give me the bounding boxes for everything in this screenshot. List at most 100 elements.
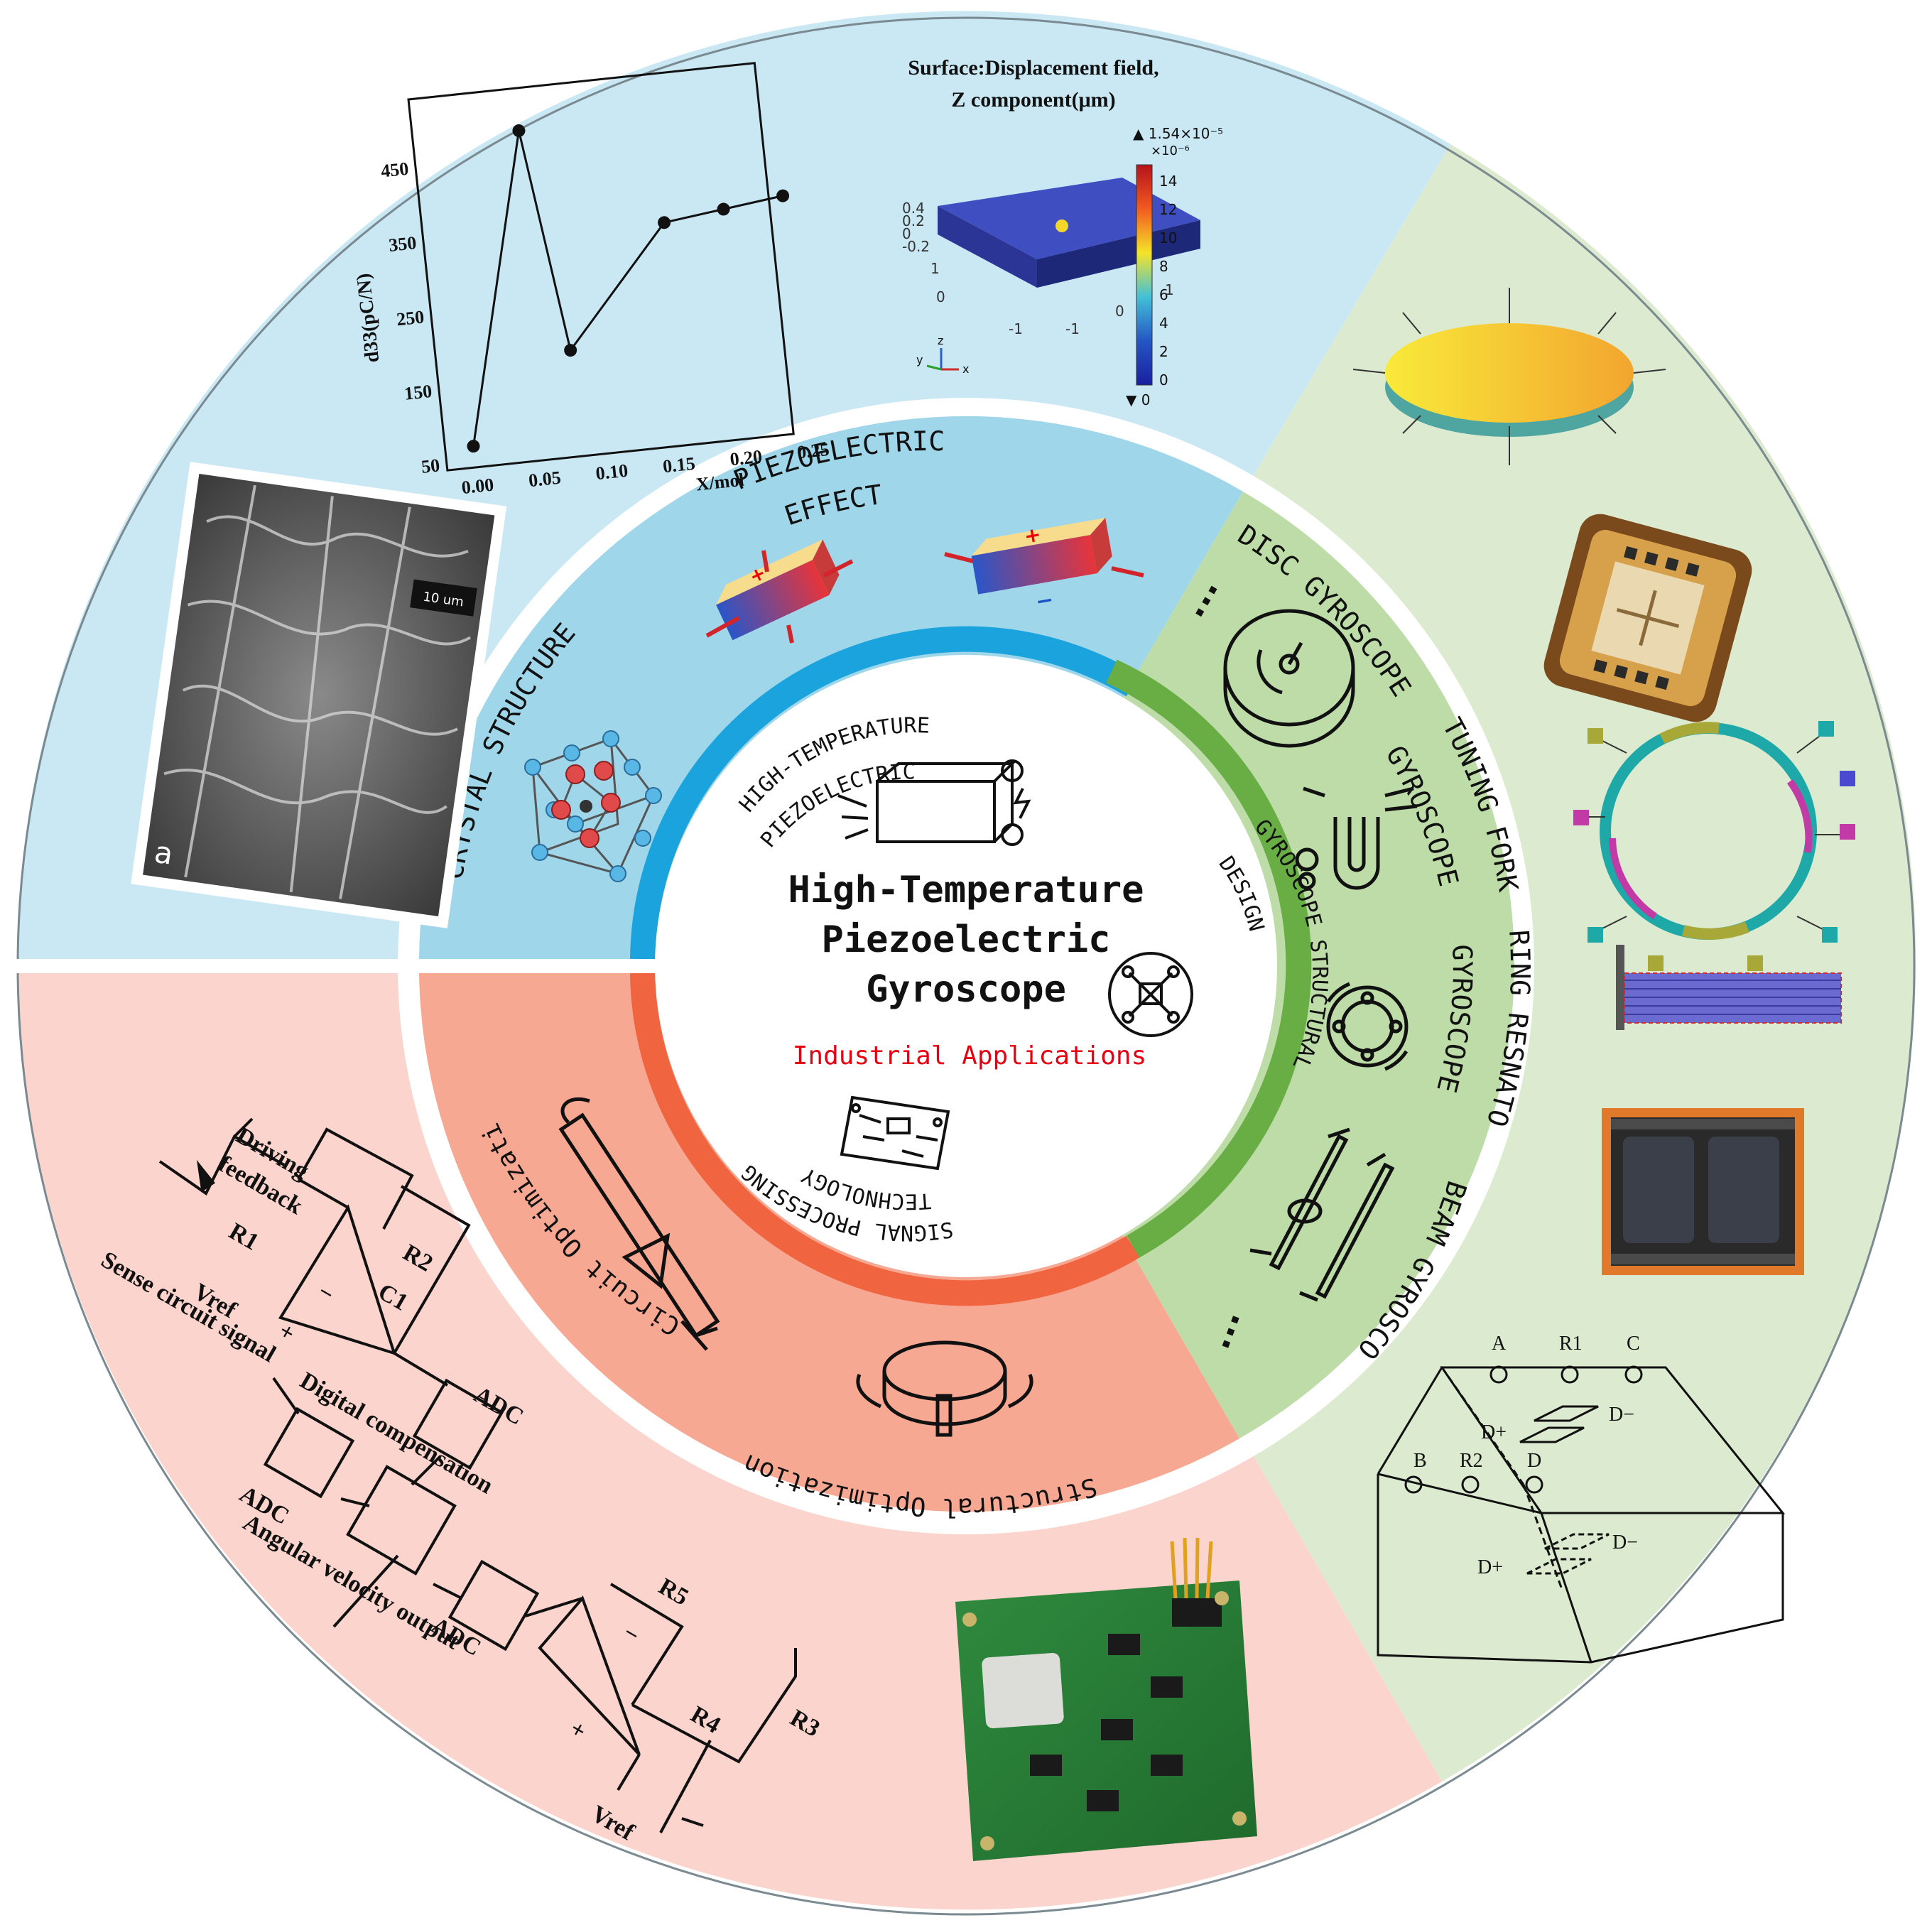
cut-label-Dminus-top: D− bbox=[1609, 1404, 1634, 1426]
d33-point bbox=[776, 189, 790, 202]
fem-axis-tick: 1 bbox=[930, 260, 940, 277]
d33-x-tick: 0.00 bbox=[460, 474, 494, 498]
inner-ring-blue bbox=[630, 626, 1140, 960]
d33-x-tick: 0.10 bbox=[595, 460, 629, 484]
fem-colorbar-tick: 4 bbox=[1159, 315, 1168, 332]
tuning-fork-icon bbox=[1295, 786, 1418, 890]
d33-point bbox=[717, 202, 730, 216]
fem-colorbar bbox=[1136, 164, 1153, 386]
circuit-board-icon bbox=[840, 1095, 950, 1171]
cut-label-A: A bbox=[1492, 1333, 1507, 1355]
fem-plot: Surface:Displacement field, Z component(… bbox=[902, 56, 1223, 408]
fem-plate-top bbox=[938, 178, 1200, 259]
center-subtitle: Industrial Applications bbox=[793, 1041, 1147, 1070]
d33-x-tick: 0.15 bbox=[662, 453, 696, 477]
fem-z-tick: -0.2 bbox=[902, 238, 930, 255]
center-title-line3: Gyroscope bbox=[866, 968, 1066, 1011]
d33-series-points bbox=[467, 124, 790, 453]
gyro-wheel-icon bbox=[856, 1340, 1033, 1437]
cut-label-B: B bbox=[1413, 1450, 1427, 1472]
inner-ring bbox=[630, 626, 1312, 1306]
chip-package-image bbox=[1543, 514, 1752, 722]
fem-peak bbox=[1055, 219, 1068, 232]
d33-chart-frame bbox=[407, 62, 795, 472]
d33-y-tick: 250 bbox=[396, 306, 425, 330]
center-title-line2: Piezoelectric bbox=[822, 918, 1111, 961]
cut-label-D: D bbox=[1527, 1450, 1541, 1472]
fem-exp-label: ×10⁻⁶ bbox=[1151, 143, 1190, 158]
fem-triad-label: z bbox=[938, 334, 943, 347]
inner-ring-red bbox=[630, 972, 1140, 1306]
center-title-line1: High-Temperature bbox=[788, 869, 1144, 911]
piezo-bar-left: + bbox=[716, 539, 840, 641]
fem-min-label: ▼ 0 bbox=[1126, 391, 1150, 408]
crystal-cut-diagram bbox=[1377, 1365, 1786, 1664]
fem-title-line1: Surface:Displacement field, bbox=[908, 56, 1158, 80]
cut-label-R1: R1 bbox=[1559, 1333, 1583, 1355]
d33-y-tick: 50 bbox=[420, 455, 441, 477]
fem-triad-label: x bbox=[962, 362, 969, 376]
d33-series-line bbox=[472, 130, 783, 447]
d33-y-tick: 450 bbox=[380, 158, 410, 182]
fem-z-tick: 0.4 bbox=[902, 200, 925, 217]
d33-point bbox=[512, 124, 526, 137]
d33-point bbox=[467, 440, 480, 453]
inner-ring-green bbox=[1106, 659, 1312, 1258]
cantilever-beam-image bbox=[1616, 945, 1842, 1030]
disc-gyro-icon bbox=[1223, 609, 1355, 748]
axis-triad-icon: z y x bbox=[916, 334, 969, 376]
crystal-lattice-icon bbox=[524, 730, 662, 882]
disc-resonator-image bbox=[1352, 288, 1666, 465]
gyro-chip-photo bbox=[1602, 1108, 1804, 1275]
pcb-photo bbox=[955, 1537, 1257, 1861]
svg-text:+: + bbox=[1022, 522, 1043, 548]
fem-colorbar-tick: 12 bbox=[1159, 201, 1177, 218]
fem-plate-side bbox=[938, 206, 1037, 288]
fem-plate-front bbox=[1037, 220, 1200, 288]
fem-axis-tick: -1 bbox=[1009, 320, 1023, 337]
fem-colorbar-tick: 8 bbox=[1159, 258, 1168, 275]
cut-label-R2: R2 bbox=[1460, 1450, 1483, 1472]
fem-axis-tick: 0 bbox=[936, 288, 945, 305]
circuit-schematic bbox=[158, 1117, 797, 1833]
d33-point bbox=[658, 216, 671, 229]
center-disc bbox=[655, 655, 1277, 1277]
d33-x-tick: 0.05 bbox=[528, 467, 562, 492]
d33-x-label: X/mol bbox=[695, 470, 745, 495]
fem-colorbar-tick: 0 bbox=[1159, 372, 1168, 389]
fem-colorbar-tick: 6 bbox=[1159, 286, 1168, 303]
cut-label-Dplus-top: D+ bbox=[1481, 1421, 1507, 1443]
fem-title-line2: Z component(μm) bbox=[951, 88, 1115, 112]
fem-z-tick: 0.2 bbox=[902, 212, 925, 229]
piezo-block-icon bbox=[837, 759, 1031, 846]
d33-x-tick: 0.20 bbox=[729, 446, 763, 470]
d33-point bbox=[564, 344, 577, 357]
sem-scale-bar bbox=[410, 579, 477, 617]
cut-label-Dminus-bottom: D− bbox=[1612, 1531, 1638, 1554]
fem-colorbar-tick: 10 bbox=[1159, 229, 1177, 246]
fem-colorbar-tick: 2 bbox=[1159, 343, 1168, 360]
fem-max-label: ▲ 1.54×10⁻⁵ bbox=[1133, 125, 1223, 142]
cut-label-C: C bbox=[1627, 1333, 1640, 1355]
fem-axis-tick: -1 bbox=[1065, 320, 1080, 337]
fem-z-tick: 0 bbox=[902, 225, 911, 242]
fem-triad-label: y bbox=[916, 353, 923, 367]
fem-axis-tick: 0 bbox=[1115, 303, 1124, 320]
ring-gyro-icon bbox=[1326, 982, 1409, 1071]
cut-label-Dplus-bottom: D+ bbox=[1477, 1556, 1503, 1578]
sem-micrograph: 10 um a bbox=[131, 462, 507, 928]
ring-resonator-image bbox=[1573, 721, 1855, 971]
d33-chart: 50 150 250 350 450 0.00 0.05 0.10 0.15 0… bbox=[352, 62, 830, 498]
drone-icon bbox=[1108, 952, 1193, 1037]
d33-y-tick: 350 bbox=[388, 232, 418, 256]
fem-axis-tick: 1 bbox=[1165, 281, 1174, 298]
opamp-sketch-icon bbox=[558, 1097, 720, 1351]
beam-gyro-icon bbox=[1249, 1127, 1395, 1302]
force-arrows-icon bbox=[705, 550, 1144, 644]
svg-text:−: − bbox=[1033, 587, 1055, 615]
piezo-bar-right: + − bbox=[971, 517, 1112, 615]
fem-colorbar-tick: 14 bbox=[1159, 173, 1177, 190]
d33-y-tick: 150 bbox=[403, 381, 433, 404]
d33-x-tick: 0.25 bbox=[796, 439, 830, 463]
